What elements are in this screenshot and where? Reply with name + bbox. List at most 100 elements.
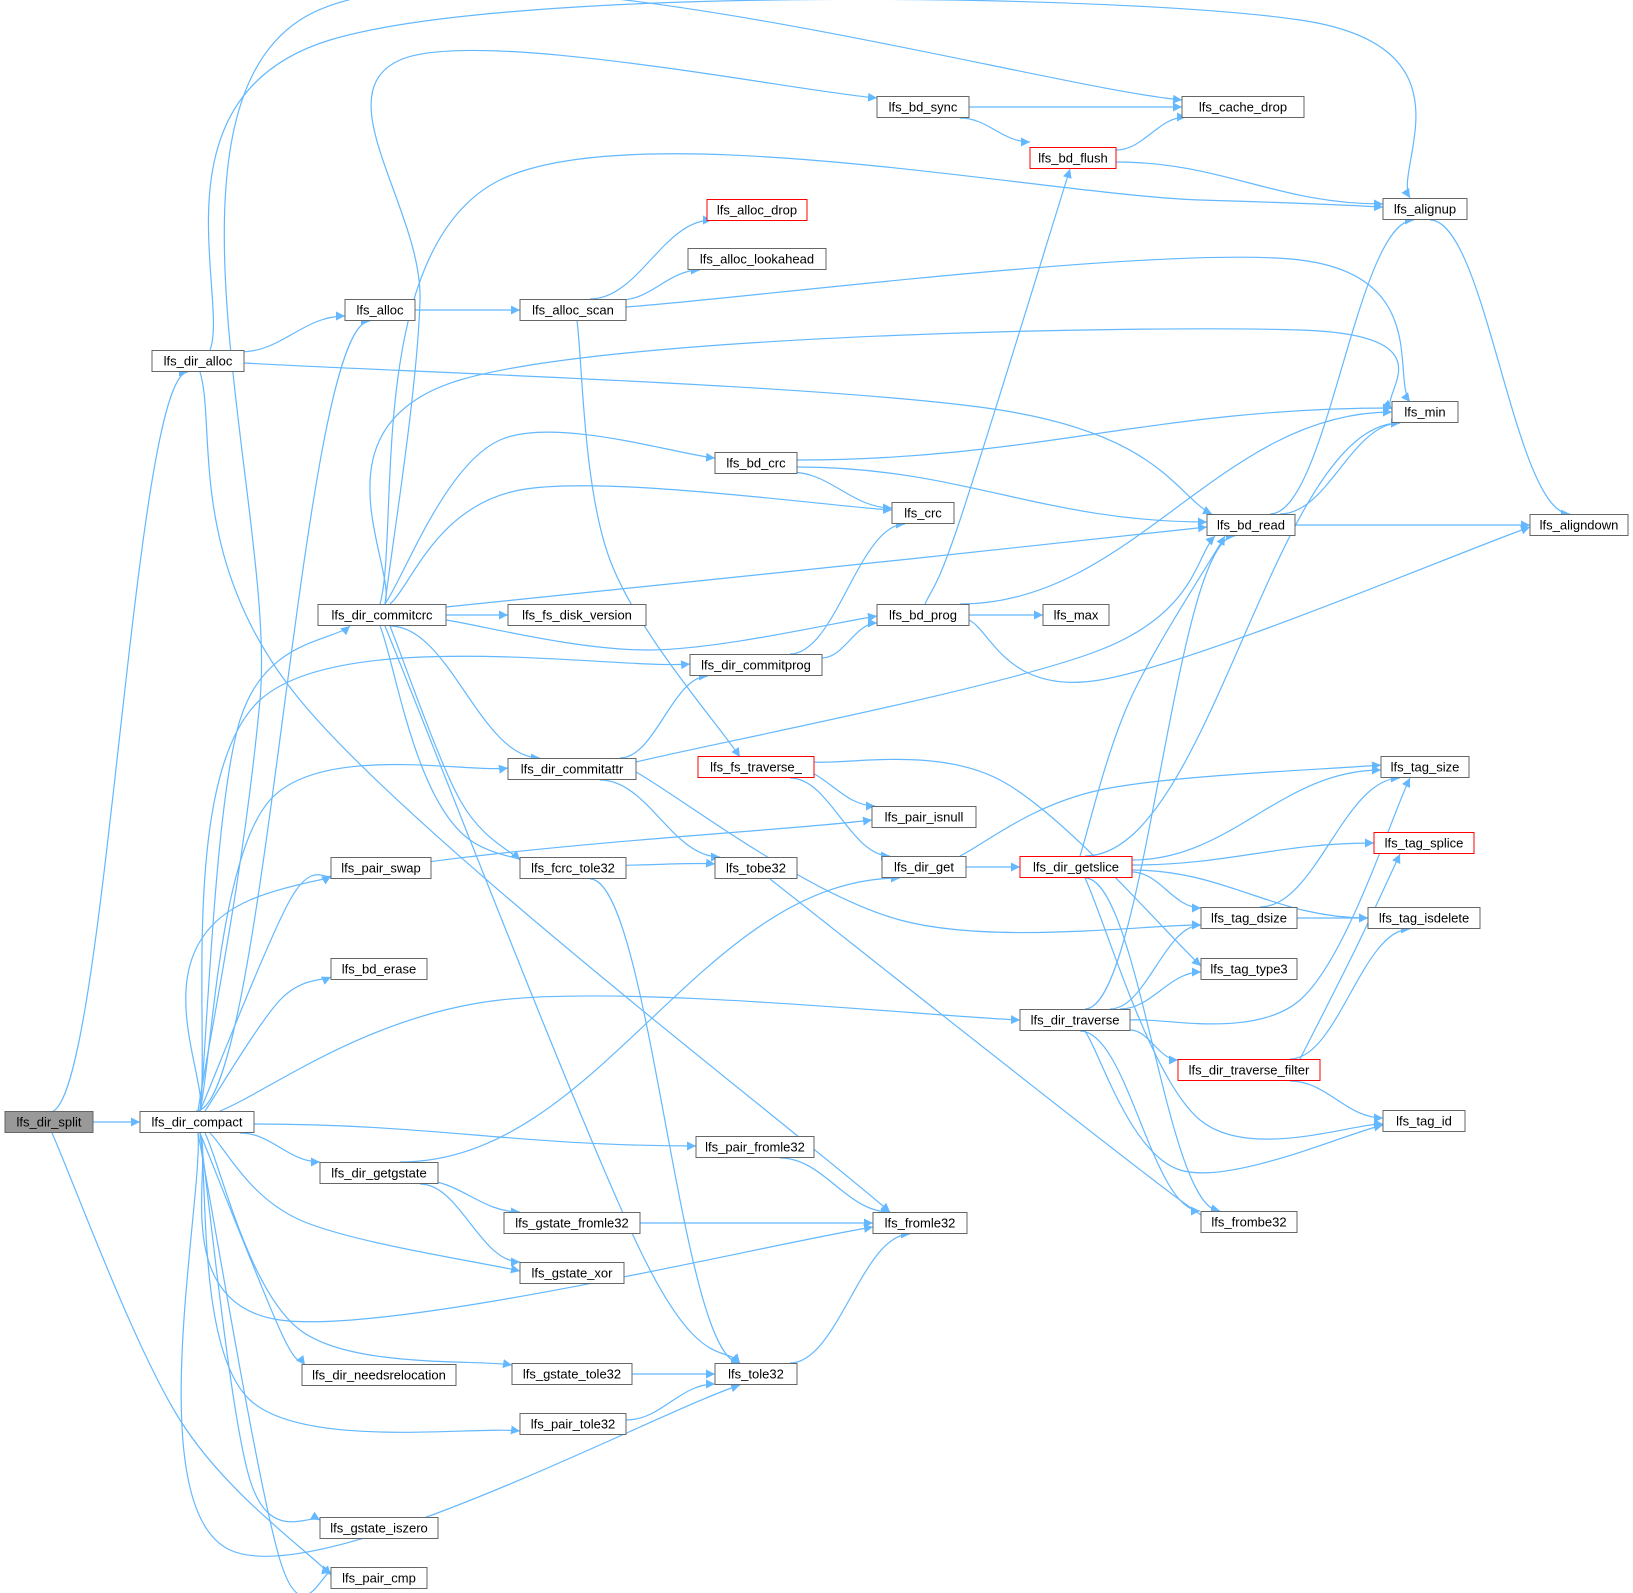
edge-lfs_dir_traverse-to-lfs_frombe32 (1079, 1030, 1201, 1216)
edge-lfs_alloc_scan-to-lfs_fs_traverse_ (576, 320, 741, 758)
edge-lfs_dir_traverse_filter-to-lfs_tag_splice (1299, 853, 1401, 1060)
node-lfs_pair_fromle32[interactable]: lfs_pair_fromle32 (695, 1136, 815, 1158)
node-lfs_gstate_iszero[interactable]: lfs_gstate_iszero (319, 1517, 439, 1539)
edge-lfs_dir_compact-to-lfs_bd_erase (204, 976, 332, 1112)
node-label: lfs_dir_commitcrc (331, 608, 433, 623)
node-lfs_dir_split[interactable]: lfs_dir_split (4, 1111, 94, 1133)
edge-lfs_dir_commitcrc-to-lfs_bd_prog (445, 612, 878, 651)
node-lfs_dir_needsrelocation[interactable]: lfs_dir_needsrelocation (301, 1364, 457, 1386)
node-lfs_alignup[interactable]: lfs_alignup (1382, 198, 1468, 220)
node-lfs_cache_drop[interactable]: lfs_cache_drop (1181, 96, 1305, 118)
edge-lfs_dir_traverse-to-lfs_bd_read (1084, 531, 1236, 1010)
edge-lfs_alloc_scan-to-lfs_alloc_lookahead (619, 265, 701, 301)
edge-lfs_dir_commitprog-to-lfs_crc (789, 519, 906, 655)
node-lfs_dir_commitprog[interactable]: lfs_dir_commitprog (689, 654, 823, 676)
edge-lfs_dir_compact-to-lfs_dir_getgstate (239, 1132, 321, 1167)
edge-lfs_dir_commitprog-to-lfs_bd_prog (821, 618, 878, 659)
node-lfs_tobe32[interactable]: lfs_tobe32 (714, 857, 798, 879)
node-label: lfs_dir_compact (151, 1115, 242, 1130)
node-lfs_alloc[interactable]: lfs_alloc (344, 299, 416, 321)
node-lfs_bd_crc[interactable]: lfs_bd_crc (714, 452, 798, 474)
node-lfs_min[interactable]: lfs_min (1391, 401, 1459, 423)
edge-lfs_dir_split-to-lfs_dir_alloc (49, 367, 189, 1113)
node-lfs_fs_disk_version[interactable]: lfs_fs_disk_version (507, 604, 647, 626)
node-lfs_tag_size[interactable]: lfs_tag_size (1380, 756, 1470, 778)
node-lfs_bd_sync[interactable]: lfs_bd_sync (876, 96, 970, 118)
node-lfs_dir_commitattr[interactable]: lfs_dir_commitattr (507, 758, 637, 780)
node-lfs_crc[interactable]: lfs_crc (891, 502, 955, 524)
node-label: lfs_tag_id (1396, 1114, 1452, 1129)
node-lfs_dir_get[interactable]: lfs_dir_get (881, 856, 967, 878)
node-label: lfs_pair_isnull (885, 810, 964, 825)
node-lfs_dir_compact[interactable]: lfs_dir_compact (139, 1111, 255, 1133)
node-lfs_fs_traverse_[interactable]: lfs_fs_traverse_ (697, 756, 815, 778)
node-box (1177, 1059, 1321, 1081)
edge-lfs_dir_commitcrc-to-lfs_fcrc_tole32 (389, 625, 521, 861)
node-lfs_fromle32[interactable]: lfs_fromle32 (872, 1212, 968, 1234)
node-lfs_max[interactable]: lfs_max (1042, 604, 1110, 626)
edge-lfs_dir_compact-to-lfs_pair_isnull (185, 816, 873, 1112)
node-lfs_bd_flush[interactable]: lfs_bd_flush (1029, 147, 1117, 169)
node-lfs_pair_swap[interactable]: lfs_pair_swap (330, 857, 432, 879)
edge-lfs_dir_get-to-lfs_tag_size (959, 761, 1382, 857)
edge-lfs_alloc_scan-to-lfs_alloc_drop (589, 215, 713, 300)
edge-lfs_dir_commitcrc-to-lfs_tole32 (384, 625, 741, 1364)
node-lfs_gstate_fromle32[interactable]: lfs_gstate_fromle32 (503, 1212, 641, 1234)
node-lfs_bd_read[interactable]: lfs_bd_read (1206, 514, 1296, 536)
node-label: lfs_dir_commitprog (701, 658, 811, 673)
node-box (519, 299, 627, 321)
node-lfs_alloc_drop[interactable]: lfs_alloc_drop (706, 199, 808, 221)
node-lfs_tag_splice[interactable]: lfs_tag_splice (1373, 832, 1475, 854)
edge-lfs_dir_compact-to-lfs_pair_swap (199, 874, 332, 1112)
edge-lfs_dir_getgstate-to-lfs_gstate_xor (419, 1183, 521, 1267)
node-lfs_bd_prog[interactable]: lfs_bd_prog (876, 604, 970, 626)
node-lfs_tag_dsize[interactable]: lfs_tag_dsize (1200, 907, 1298, 929)
node-box (876, 604, 970, 626)
node-lfs_frombe32[interactable]: lfs_frombe32 (1200, 1211, 1298, 1233)
node-box (876, 96, 970, 118)
node-box (1200, 958, 1298, 980)
node-lfs_gstate_tole32[interactable]: lfs_gstate_tole32 (511, 1363, 633, 1385)
edge-lfs_dir_alloc-to-lfs_alignup (207, 0, 1417, 351)
node-lfs_dir_alloc[interactable]: lfs_dir_alloc (151, 350, 245, 372)
node-box (1529, 514, 1629, 536)
node-lfs_dir_commitcrc[interactable]: lfs_dir_commitcrc (317, 604, 447, 626)
node-label: lfs_frombe32 (1211, 1215, 1286, 1230)
node-box (1367, 907, 1481, 929)
node-lfs_dir_getgstate[interactable]: lfs_dir_getgstate (319, 1162, 439, 1184)
node-lfs_tole32[interactable]: lfs_tole32 (714, 1363, 798, 1385)
node-lfs_dir_getslice[interactable]: lfs_dir_getslice (1019, 856, 1133, 878)
node-box (714, 857, 798, 879)
node-lfs_dir_traverse[interactable]: lfs_dir_traverse (1019, 1009, 1131, 1031)
edge-lfs_tobe32-to-lfs_frombe32 (769, 878, 1227, 1228)
node-lfs_aligndown[interactable]: lfs_aligndown (1529, 514, 1629, 536)
node-lfs_tag_isdelete[interactable]: lfs_tag_isdelete (1367, 907, 1481, 929)
node-box (507, 758, 637, 780)
edge-lfs_bd_read-to-lfs_min (1279, 418, 1401, 515)
edge-lfs_fcrc_tole32-to-lfs_tole32 (589, 878, 741, 1368)
node-label: lfs_bd_erase (342, 962, 416, 977)
node-lfs_gstate_xor[interactable]: lfs_gstate_xor (519, 1262, 625, 1284)
node-label: lfs_crc (904, 506, 942, 521)
node-label: lfs_fs_disk_version (522, 608, 632, 623)
node-box (1200, 907, 1298, 929)
edge-lfs_pair_tole32-to-lfs_tole32 (625, 1379, 716, 1421)
node-lfs_tag_type3[interactable]: lfs_tag_type3 (1200, 958, 1298, 980)
node-label: lfs_dir_traverse_filter (1189, 1063, 1310, 1078)
edge-lfs_dir_traverse-to-lfs_tag_dsize (1109, 920, 1202, 1010)
node-lfs_fcrc_tole32[interactable]: lfs_fcrc_tole32 (519, 857, 627, 879)
node-lfs_dir_traverse_filter[interactable]: lfs_dir_traverse_filter (1177, 1059, 1321, 1081)
edge-lfs_dir_compact-to-lfs_pair_cmp (197, 1132, 332, 1593)
node-lfs_pair_tole32[interactable]: lfs_pair_tole32 (519, 1413, 627, 1435)
node-label: lfs_bd_prog (889, 608, 957, 623)
node-lfs_alloc_scan[interactable]: lfs_alloc_scan (519, 299, 627, 321)
node-box (706, 199, 808, 221)
node-lfs_pair_cmp[interactable]: lfs_pair_cmp (330, 1567, 428, 1589)
edge-lfs_dir_compact-to-lfs_alloc (195, 316, 371, 1112)
node-label: lfs_tag_splice (1385, 836, 1464, 851)
node-lfs_tag_id[interactable]: lfs_tag_id (1382, 1110, 1466, 1132)
node-box (1029, 147, 1117, 169)
node-lfs_pair_isnull[interactable]: lfs_pair_isnull (871, 806, 977, 828)
node-lfs_alloc_lookahead[interactable]: lfs_alloc_lookahead (687, 248, 827, 270)
node-lfs_bd_erase[interactable]: lfs_bd_erase (330, 958, 428, 980)
